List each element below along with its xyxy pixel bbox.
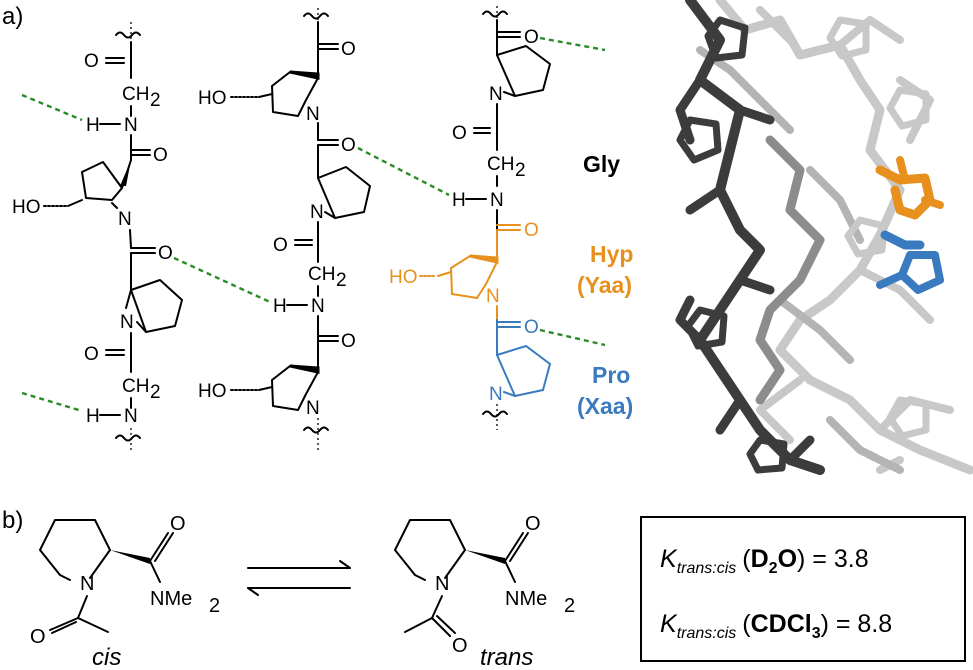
strand-1: O CH 2 N H O N HO O N O [12,22,183,452]
nitrogen-label: N [489,84,503,105]
cis-isomer: N O NMe 2 O cis [30,513,220,670]
nitrogen-label: N [490,190,504,211]
hyp-label: Hyp [590,241,633,267]
nitrogen-label: N [306,104,320,125]
hydrogen-bonds [21,36,606,413]
hydrogen-label: H [452,190,466,211]
oxygen-label: O [341,39,356,60]
nitrogen-label: N [310,202,324,223]
hydroxyl-label: HO [12,197,41,218]
cis-label: cis [92,644,121,670]
oxygen-label: O [153,145,168,166]
strand-3: O N O CH 2 N H O N HO O N [389,6,552,430]
ch2-label: CH [308,264,335,285]
nitrogen-label: N [306,398,320,419]
oxygen-label: O [524,317,539,338]
nitrogen-label: N [124,406,138,427]
nme2-label: NMe [150,588,192,610]
strand-2: O N HO O N O CH 2 N H O N HO [198,8,371,450]
oxygen-label: O [341,135,356,156]
k-row-2: Ktrans:cis(CDCl3) = 8.8 [660,610,892,642]
nitrogen-label: N [486,286,500,307]
nme2-subscript: 2 [564,595,575,617]
nitrogen-label: N [435,573,449,595]
ch2-label: CH [487,154,514,175]
oxygen-label: O [170,513,186,535]
collagen-triple-helix-model [675,0,973,475]
hydrogen-label: H [86,115,100,136]
nitrogen-label: N [120,312,134,333]
nitrogen-label: N [80,573,94,595]
nitrogen-label: N [489,384,503,405]
oxygen-label: O [273,235,288,256]
panel-label-b: b) [2,507,23,534]
trans-label: trans [480,644,533,670]
nitrogen-label: N [124,115,138,136]
trans-isomer: N O NMe 2 O trans [394,513,575,670]
pro-label: Pro [592,362,630,388]
oxygen-label: O [452,123,467,144]
panel-label-a: a) [2,3,23,30]
residue-labels: Gly Hyp (Yaa) Pro (Xaa) [577,151,633,419]
nitrogen-label: N [311,296,325,317]
nme2-label: NMe [505,588,547,610]
ch2-subscript: 2 [150,382,161,403]
gly-label: Gly [583,151,620,177]
oxygen-label: O [524,27,539,48]
oxygen-label: O [524,220,539,241]
ch2-subscript: 2 [515,160,526,181]
nitrogen-label: N [118,209,132,230]
xaa-label: (Xaa) [577,393,633,419]
oxygen-label: O [84,344,99,365]
oxygen-label: O [341,331,356,352]
oxygen-label: O [84,51,99,72]
oxygen-label: O [30,626,46,648]
ch2-label: CH [122,84,149,105]
hydroxyl-label: HO [198,381,227,402]
k-row-1: Ktrans:cis(D2O) = 3.8 [660,545,869,577]
oxygen-label: O [158,243,173,264]
equilibrium-arrows [247,560,351,596]
oxygen-label: O [525,513,541,535]
hydrogen-label: H [86,406,100,427]
ch2-subscript: 2 [336,270,347,291]
hydroxyl-label: HO [198,88,227,109]
equilibrium-constants-box: Ktrans:cis(D2O) = 3.8 Ktrans:cis(CDCl3) … [640,516,966,662]
oxygen-label: O [452,635,468,657]
nme2-subscript: 2 [209,595,220,617]
ch2-label: CH [122,376,149,397]
hydroxyl-label: HO [389,267,418,288]
yaa-label: (Yaa) [577,272,632,298]
hydrogen-label: H [273,296,287,317]
ch2-subscript: 2 [150,90,161,111]
